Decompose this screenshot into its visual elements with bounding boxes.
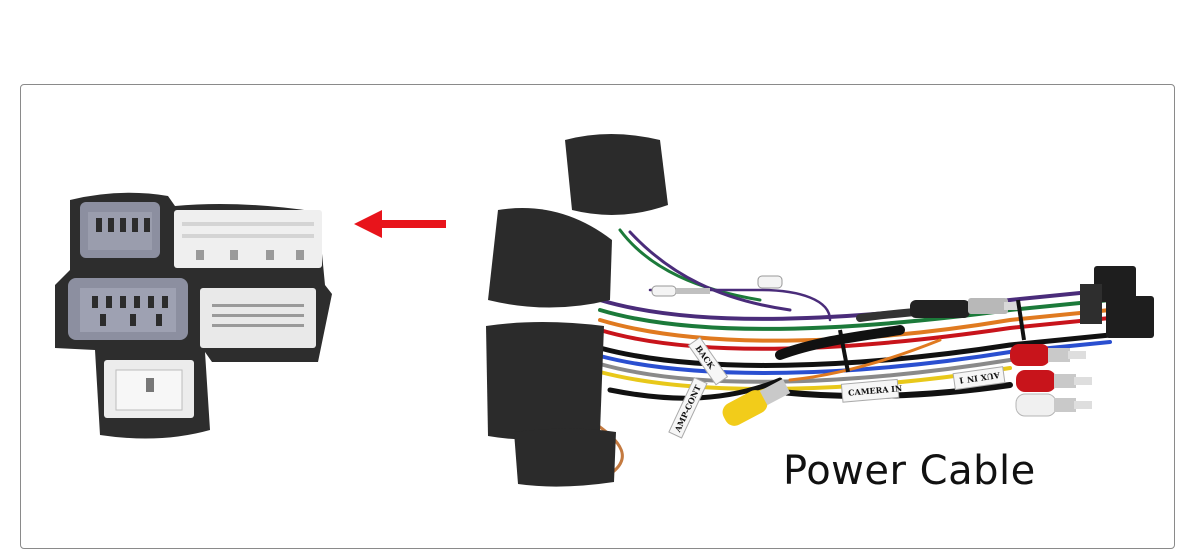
foam-connectors (486, 134, 668, 487)
foam-connector-2 (488, 208, 612, 308)
rca-red-2 (1016, 370, 1092, 392)
antenna-plug (910, 298, 1018, 318)
foam-connector-4 (514, 428, 616, 487)
rca-red-1 (1010, 344, 1086, 366)
tag-amp: AMP-CONT (672, 383, 703, 434)
arrow-left-icon (354, 210, 446, 238)
wire-harness (588, 228, 1113, 482)
connector-cluster (55, 192, 332, 439)
product-caption: Power Cable (783, 448, 1036, 494)
white-connector-middle (200, 288, 316, 348)
rca-plugs (722, 344, 1092, 426)
fuse-holders (651, 275, 783, 297)
foam-connector-1 (565, 134, 668, 215)
label-tags: BACK AMP-CONT CAMERA IN AUX IN 1 (668, 336, 1006, 439)
rca-yellow (722, 378, 791, 426)
black-plugs (1080, 266, 1154, 338)
rca-white (1015, 393, 1092, 417)
tag-camera: CAMERA IN (848, 383, 903, 398)
cable-ties (838, 299, 1026, 373)
foam-connector-3 (486, 322, 604, 440)
